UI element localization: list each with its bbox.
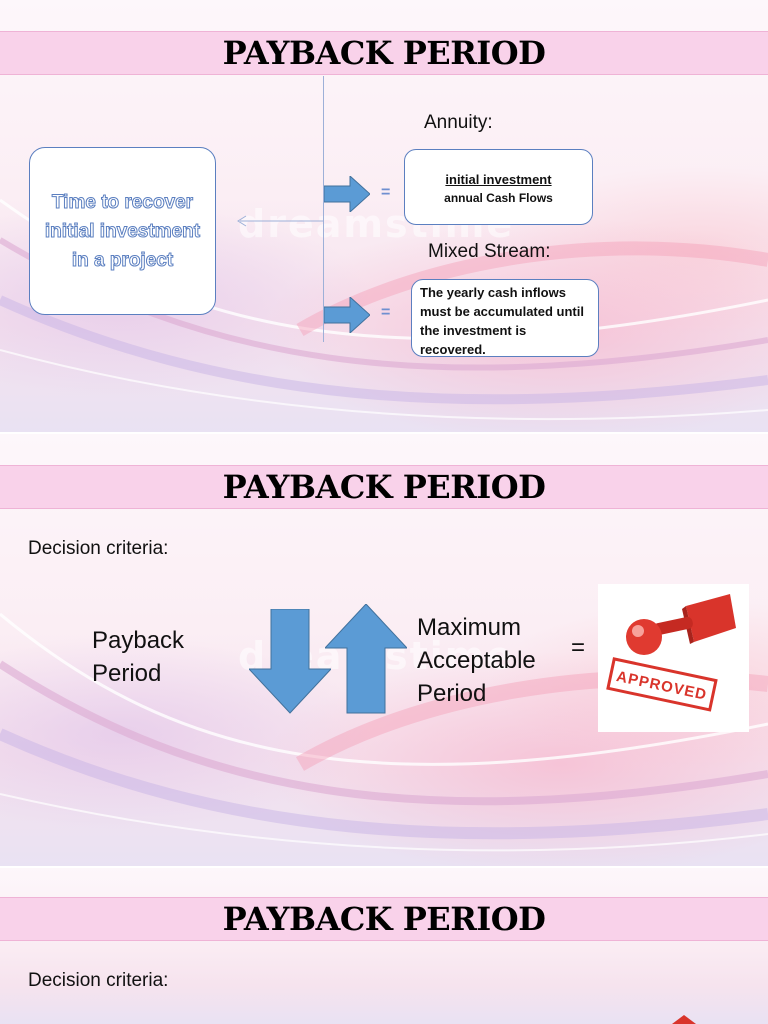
slide-1: PAYBACK PERIOD dreamstime Time to recove… <box>0 0 768 432</box>
decision-criteria-label: Decision criteria: <box>28 538 169 559</box>
title-banner: PAYBACK PERIOD <box>0 31 768 75</box>
arrow-right-icon <box>324 297 370 333</box>
down-arrow-icon <box>249 609 331 714</box>
mixed-stream-text: The yearly cash inflows must be accumula… <box>420 285 584 357</box>
definition-box: Time to recover initial investment in a … <box>29 147 216 315</box>
max-line1: Maximum <box>417 614 522 641</box>
approved-stamp-image: APPROVED <box>598 584 749 732</box>
slide-2: PAYBACK PERIOD dreamstime Decision crite… <box>0 434 768 866</box>
annuity-formula-box: initial investment annual Cash Flows <box>404 149 593 225</box>
up-arrow-icon <box>325 604 407 714</box>
annuity-denominator: annual Cash Flows <box>444 191 553 205</box>
slide-title: PAYBACK PERIOD <box>222 468 546 506</box>
slide-3: PAYBACK PERIOD Decision criteria: <box>0 868 768 1024</box>
payback-period-line2: Period <box>92 660 162 687</box>
rubber-stamp-icon: APPROVED <box>606 594 736 712</box>
equals-sign: = <box>571 634 586 661</box>
mixed-stream-box: The yearly cash inflows must be accumula… <box>411 279 599 357</box>
arrow-right-icon <box>324 176 370 212</box>
annuity-numerator: initial investment <box>445 172 552 187</box>
mixed-stream-label: Mixed Stream: <box>428 241 551 262</box>
left-arrow-line <box>237 215 324 227</box>
title-banner: PAYBACK PERIOD <box>0 465 768 509</box>
slide-title: PAYBACK PERIOD <box>222 34 546 72</box>
slide-title: PAYBACK PERIOD <box>222 900 546 938</box>
equals-sign: = <box>381 184 391 201</box>
vertical-divider <box>323 76 324 342</box>
stamp-partial-icon <box>672 1015 696 1024</box>
decision-criteria-label: Decision criteria: <box>28 970 169 991</box>
equals-sign: = <box>381 304 391 321</box>
max-line3: Period <box>417 680 487 707</box>
payback-period-term: Payback Period <box>92 624 184 690</box>
title-banner: PAYBACK PERIOD <box>0 897 768 941</box>
max-line2: Acceptable <box>417 647 536 674</box>
payback-period-line1: Payback <box>92 627 185 654</box>
annuity-label: Annuity: <box>424 112 493 133</box>
maximum-acceptable-period-term: Maximum Acceptable Period <box>417 611 536 710</box>
definition-text: Time to recover initial investment in a … <box>44 191 201 271</box>
